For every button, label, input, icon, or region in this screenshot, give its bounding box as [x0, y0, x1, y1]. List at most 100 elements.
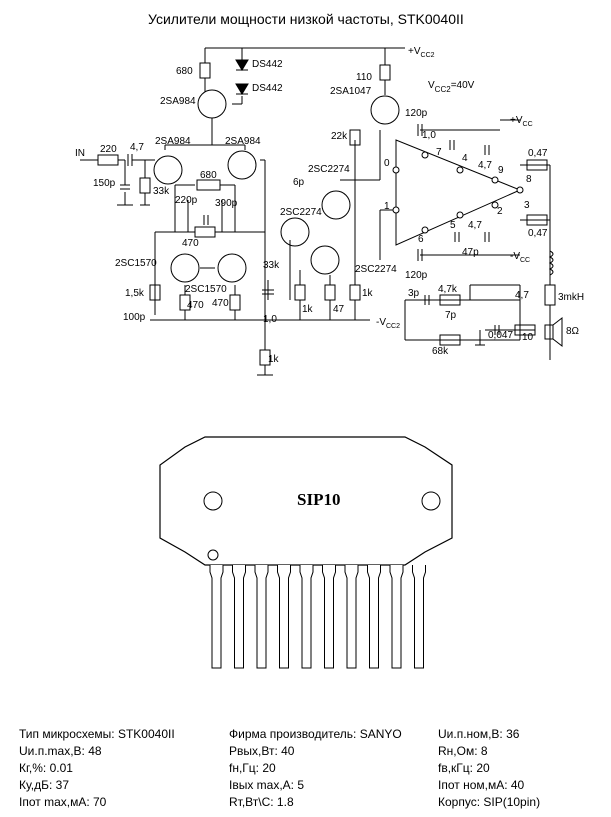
- label-r-470-b: 470: [187, 300, 204, 311]
- ground-symbols: [117, 204, 485, 376]
- diagram-title: Усилители мощности низкой частоты, STK00…: [148, 11, 464, 27]
- sip10-package: SIP10: [159, 436, 453, 669]
- package-pin: [209, 565, 224, 669]
- mount-hole-left: [203, 491, 223, 511]
- label-c-47p: 47p: [462, 247, 479, 258]
- label-c-1-0: 1,0: [263, 314, 277, 325]
- label-r-110: 110: [356, 72, 372, 83]
- label-vcc2-value: VCC2=40V: [428, 80, 475, 94]
- package-pin: [322, 565, 336, 669]
- label-r-4-7-l: 4,7: [515, 290, 529, 301]
- label-c-120p-b: 120p: [405, 270, 428, 281]
- package-pin: [344, 565, 359, 669]
- spec-line: Uи.п.max,В: 48: [19, 744, 102, 758]
- inductor: [548, 250, 554, 276]
- label-r-10: 10: [522, 332, 534, 343]
- label-pin-2: 2: [497, 206, 503, 217]
- label-input: IN: [75, 148, 85, 159]
- resistors: [97, 62, 556, 366]
- label-pin-3: 3: [524, 200, 530, 211]
- speaker-icon: [544, 316, 563, 348]
- label-pin-5: 5: [450, 220, 456, 231]
- schematic-wires: [80, 47, 551, 375]
- label-q-2sa1047: 2SA1047: [330, 86, 372, 97]
- label-pin-9: 9: [498, 165, 504, 176]
- spec-line: Iпот ном,мА: 40: [438, 778, 525, 792]
- label-pin-0: 0: [384, 158, 390, 169]
- spec-line: Тип микросхемы: STK0040II: [19, 727, 175, 741]
- spec-line: Rн,Ом: 8: [438, 744, 488, 758]
- package-pin: [299, 565, 314, 669]
- label-c-4-7-b: 4,7: [478, 160, 492, 171]
- label-c-7p: 7p: [445, 310, 457, 321]
- specs-col-2: Фирма производитель: SANYO Pвых,Вт: 40 f…: [229, 726, 402, 811]
- capacitors: [120, 124, 500, 335]
- label-c-1-0-b: 1,0: [422, 130, 436, 141]
- label-l-3mkh: 3mkH: [558, 292, 584, 303]
- spec-line: Pвых,Вт: 40: [229, 744, 295, 758]
- label-r-470-a: 470: [182, 238, 199, 249]
- label-r-470-c: 470: [212, 298, 229, 309]
- spec-line: fв,кГц: 20: [438, 761, 490, 775]
- label-r-220: 220: [100, 144, 117, 155]
- label-r-47: 47: [333, 304, 345, 315]
- spec-line: fн,Гц: 20: [229, 761, 276, 775]
- label-c-150p: 150p: [93, 178, 116, 189]
- diodes: [235, 59, 249, 95]
- package-pin: [412, 565, 426, 669]
- label-c-4-7-c: 4,7: [468, 220, 482, 231]
- spec-line: Rт,Вт\С: 1.8: [229, 795, 294, 809]
- label-q-2sa984-a: 2SA984: [160, 96, 196, 107]
- label-r-680-a: 680: [176, 66, 193, 77]
- package-pins: [209, 565, 426, 669]
- label-vcc2-top: +VCC2: [408, 46, 435, 59]
- label-d-ds442-b: DS442: [252, 83, 283, 94]
- label-q-2sc2274-a: 2SC2274: [308, 164, 350, 175]
- label-q-2sa984-b: 2SA984: [155, 136, 191, 147]
- label-r-1k-b: 1k: [362, 288, 374, 299]
- package-body: [159, 436, 453, 566]
- label-r-68k: 68k: [432, 346, 449, 357]
- label-r-1k-c: 1k: [268, 354, 280, 365]
- package-pin: [277, 565, 291, 669]
- label-pin-8: 8: [526, 174, 532, 185]
- label-pin-4: 4: [462, 153, 468, 164]
- label-c-120p-a: 120p: [405, 108, 428, 119]
- label-c-390p: 390p: [215, 198, 238, 209]
- package-pin: [389, 565, 404, 669]
- package-pin: [232, 565, 246, 669]
- label-c-3p: 3p: [408, 288, 420, 299]
- label-c-0-047: 0,047: [488, 330, 513, 341]
- label-r-680-b: 680: [200, 170, 217, 181]
- label-q-2sc2274-b: 2SC2274: [280, 207, 322, 218]
- label-pin-6: 6: [418, 234, 424, 245]
- spec-line: Iпот max,мА: 70: [19, 795, 107, 809]
- label-r-0-47-a: 0,47: [528, 148, 548, 159]
- spec-line: Кг,%: 0.01: [19, 761, 73, 775]
- label-r-33k-a: 33k: [153, 186, 170, 197]
- package-label: SIP10: [297, 490, 340, 509]
- label-q-2sc2274-c: 2SC2274: [355, 264, 397, 275]
- label-r-22k: 22k: [331, 131, 348, 142]
- label-r-4-7k: 4,7k: [438, 284, 458, 295]
- label-c-100p: 100p: [123, 312, 146, 323]
- label-q-2sc1570-b: 2SC1570: [185, 284, 227, 295]
- label-pin-7: 7: [436, 147, 442, 158]
- label-q-2sa984-c: 2SA984: [225, 136, 261, 147]
- spec-line: Корпус: SIP(10pin): [438, 795, 541, 809]
- label-vcc-pos: +VCC: [510, 115, 533, 128]
- spec-line: Iвых max,А: 5: [229, 778, 305, 792]
- label-c-4-7-in: 4,7: [130, 142, 144, 153]
- package-pin: [254, 565, 269, 669]
- label-vcc-neg: -VCC: [510, 251, 530, 264]
- schematic-labels: +VCC2 VCC2=40V +VCC -VCC -VCC2 IN 220 4,…: [75, 46, 584, 365]
- specs-col-1: Тип микросхемы: STK0040II Uи.п.max,В: 48…: [19, 726, 175, 811]
- spec-line: Uи.п.ном,В: 36: [438, 727, 520, 741]
- label-c-6p: 6p: [293, 177, 305, 188]
- label-spk-8ohm: 8Ω: [566, 326, 580, 337]
- label-c-220p: 220p: [175, 195, 198, 206]
- label-pin-1: 1: [384, 201, 390, 212]
- transistors: [153, 89, 400, 283]
- label-r-0-47-b: 0,47: [528, 228, 548, 239]
